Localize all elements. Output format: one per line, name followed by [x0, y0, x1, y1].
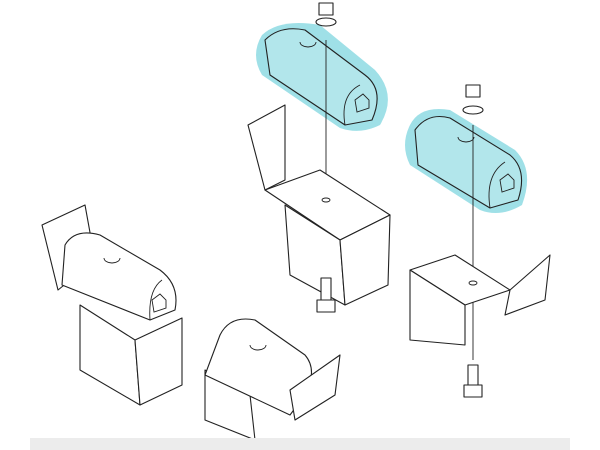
- bottom-strip: [30, 438, 570, 450]
- highlight-top-center: [256, 22, 388, 131]
- bolt-icon: [316, 277, 336, 313]
- bottom-center-assembly: [204, 318, 341, 441]
- top-center-assembly: [247, 2, 391, 313]
- nut-icon: [462, 84, 484, 115]
- highlight-right: [405, 109, 528, 214]
- right-assembly: [405, 84, 551, 398]
- bolt-icon: [463, 364, 483, 398]
- bracket: [247, 104, 286, 191]
- bumper-block: [264, 28, 378, 126]
- nut-icon: [315, 2, 337, 27]
- left-assembly: [41, 204, 183, 406]
